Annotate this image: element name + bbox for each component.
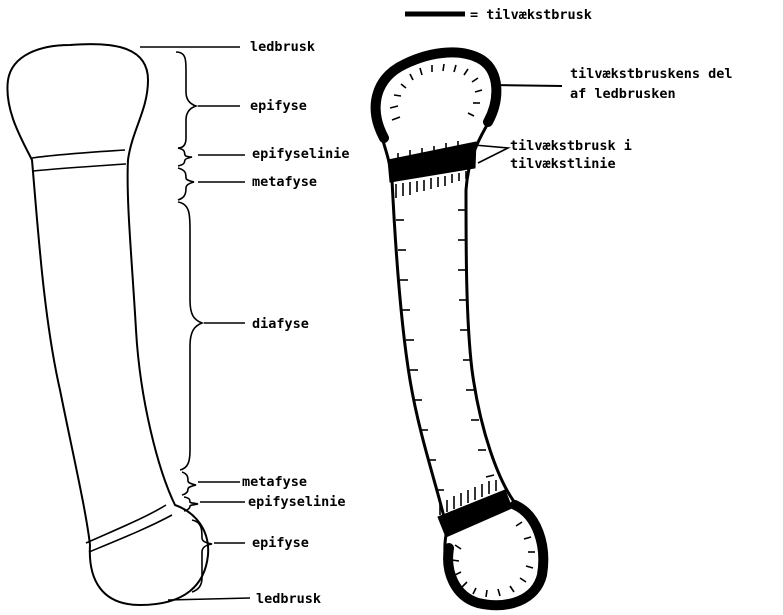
brace-epifyse-bottom [192, 520, 212, 592]
right-articular-cap-top [376, 52, 497, 138]
label-tilvaekstbruskens-del-1: tilvækstbruskens del [570, 66, 733, 82]
brace-epifyselinie-bottom [184, 497, 198, 511]
label-ledbrusk-bottom: ledbrusk [256, 591, 321, 607]
legend-label: = tilvækstbrusk [470, 7, 592, 23]
label-diafyse: diafyse [252, 316, 309, 332]
left-bone [7, 44, 208, 605]
left-bone-outline [7, 44, 208, 605]
right-bone [373, 51, 546, 607]
label-tilvaekstbruskens-del-2: af ledbrusken [570, 86, 676, 102]
leader-tilvaekstbruskens-del [492, 85, 562, 86]
label-metafyse-top: metafyse [252, 174, 317, 190]
label-tilvaekstbrusk-i-2: tilvækstlinie [510, 156, 616, 172]
left-epiphyseal-line-bottom-2 [89, 515, 172, 552]
brace-epifyse-top [176, 52, 196, 148]
left-epiphyseal-line-top-2 [33, 164, 126, 171]
braces [176, 52, 212, 592]
leader-tilvaekstbrusk-i-linie [474, 145, 508, 163]
label-metafyse-bottom: metafyse [242, 474, 307, 490]
left-labels: ledbrusk epifyse epifyselinie metafyse d… [242, 39, 350, 607]
legend: = tilvækstbrusk [405, 7, 592, 23]
brace-metafyse-top [178, 168, 194, 200]
label-epifyselinie-top: epifyselinie [252, 146, 350, 162]
brace-metafyse-bottom [182, 472, 196, 495]
label-tilvaekstbrusk-i-1: tilvækstbrusk i [510, 138, 632, 154]
label-epifyselinie-bottom: epifyselinie [248, 494, 346, 510]
label-epifyse-bottom: epifyse [252, 535, 309, 551]
label-epifyse-top: epifyse [250, 98, 307, 114]
label-ledbrusk-top: ledbrusk [250, 39, 315, 55]
left-epiphyseal-line-top [32, 150, 125, 158]
right-growth-plate-top [388, 142, 476, 182]
brace-epifyselinie-top [178, 148, 192, 166]
brace-diafyse [178, 202, 202, 470]
right-labels: tilvækstbruskens del af ledbrusken tilvæ… [510, 66, 733, 172]
